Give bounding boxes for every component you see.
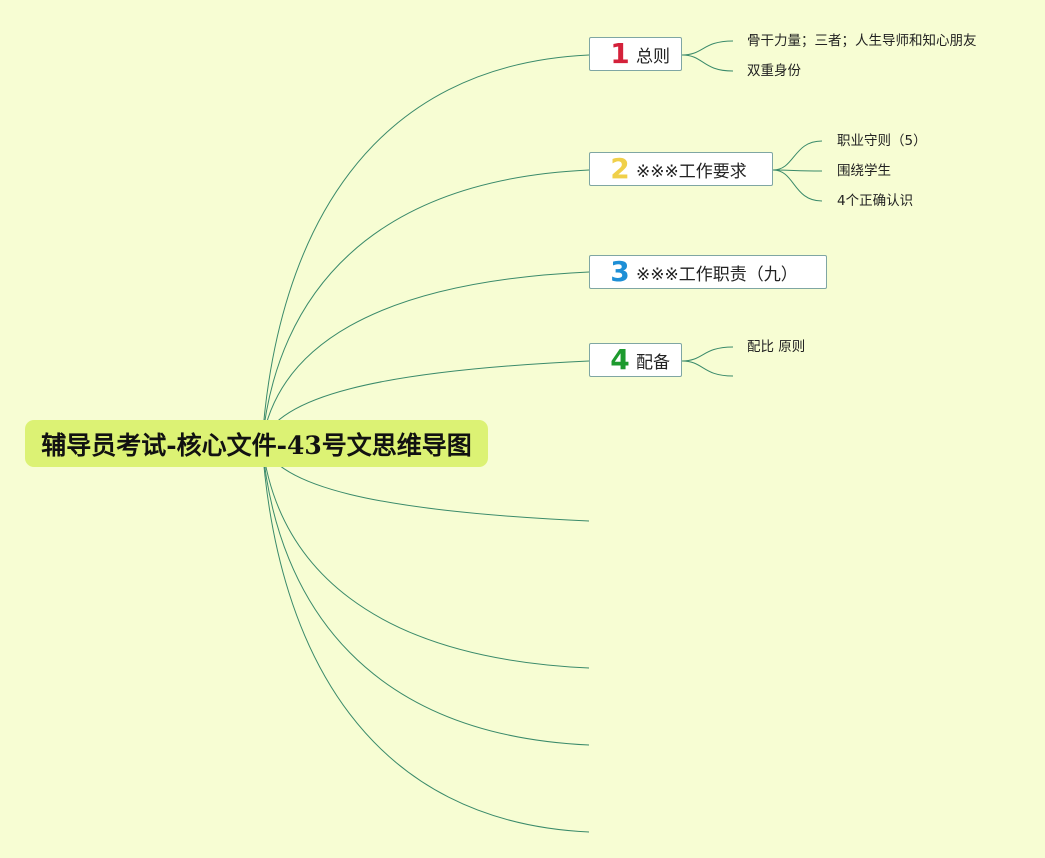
topic-label: ※※※工作职责（九） [636,264,798,285]
subtopic-ratio-principle[interactable]: 配比 原则 [747,339,806,355]
branch-line-3 [261,271,590,444]
topic-number-3: 3 [610,255,630,288]
topic-general-rules[interactable]: 1 总则 [589,37,682,71]
subtopic-four-correct-understandings[interactable]: 4个正确认识 [837,193,914,209]
branch-line-6 [261,442,590,669]
root-topic[interactable]: 辅导员考试-核心文件-43号文思维导图 [25,420,488,467]
topic-number-4: 4 [610,343,630,376]
subtopic-dual-identity[interactable]: 双重身份 [747,63,801,79]
subbranch-line-topic2-2 [772,169,823,172]
subbranch-line-topic4-2 [681,360,734,377]
subtopic-backbone[interactable]: 骨干力量；三者；人生导师和知心朋友 [747,33,977,49]
branch-line-7 [261,442,590,746]
topic-label: 配备 [636,352,670,373]
root-title: 辅导员考试-核心文件-43号文思维导图 [41,430,472,460]
topic-work-requirements[interactable]: 2 ※※※工作要求 [589,152,773,186]
subbranch-line-topic1-2 [681,54,734,72]
branch-line-8 [261,442,590,833]
topic-label: 总则 [636,46,670,67]
topic-number-1: 1 [610,37,630,70]
topic-number-2: 2 [610,152,630,185]
topic-staffing[interactable]: 4 配备 [589,343,682,377]
subtopic-around-students[interactable]: 围绕学生 [837,163,891,179]
topic-work-duties[interactable]: 3 ※※※工作职责（九） [589,255,827,289]
subtopic-code-of-conduct[interactable]: 职业守则（5） [837,133,927,149]
subbranch-line-topic4-1 [681,346,734,362]
subbranch-line-topic2-3 [772,169,823,202]
topic-label: ※※※工作要求 [636,161,747,182]
subbranch-line-topic1-1 [681,40,734,56]
subbranch-line-topic2-1 [772,140,823,171]
branch-line-2 [261,169,590,444]
branch-line-1 [261,54,590,444]
